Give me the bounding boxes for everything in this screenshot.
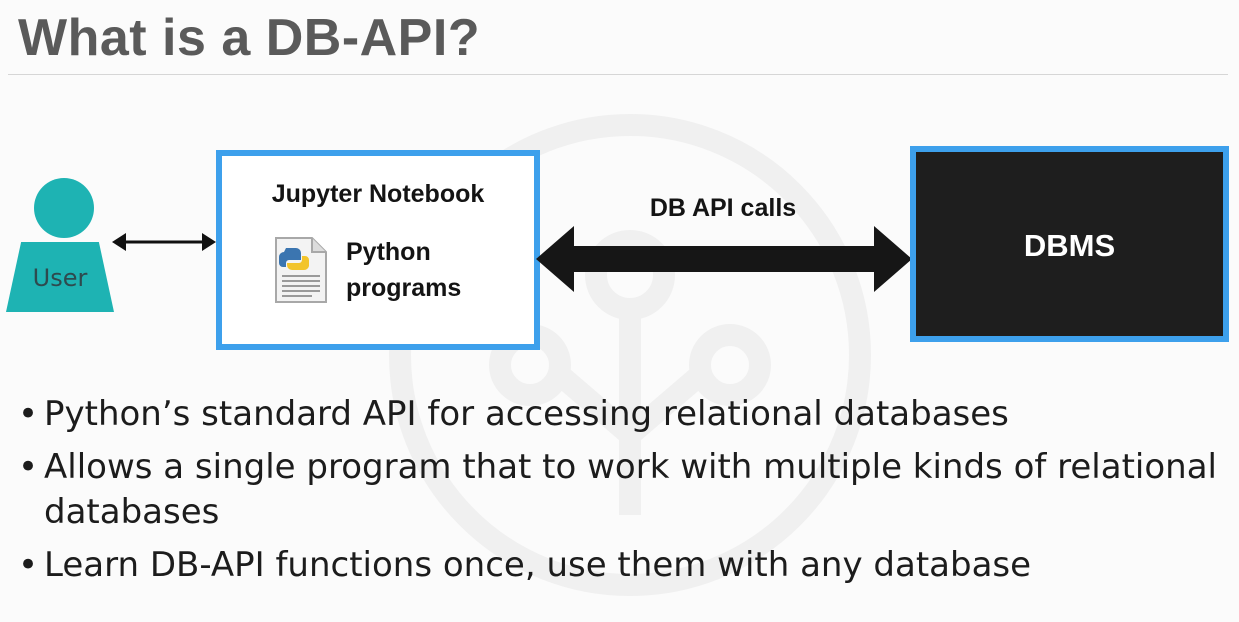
- user-label: User: [32, 264, 88, 292]
- title-divider: [8, 74, 1228, 75]
- user-head: [34, 178, 94, 238]
- watermark-logo: [389, 114, 871, 596]
- bullet-item: •Python’s standard API for accessing rel…: [18, 392, 1218, 437]
- user-body: [6, 242, 114, 312]
- db-api-calls-label: DB API calls: [649, 194, 797, 222]
- notebook-title: Jupyter Notebook: [271, 180, 485, 208]
- user-person-icon: User: [6, 178, 114, 312]
- jupyter-notebook-box: Jupyter Notebook Python programs: [216, 150, 540, 350]
- bullet-dot: •: [18, 447, 39, 487]
- bullet-item: •Learn DB-API functions once, use them w…: [18, 543, 1218, 588]
- bullet-text: Allows a single program that to work wit…: [44, 447, 1217, 532]
- bullet-text: Learn DB-API functions once, use them wi…: [44, 545, 1032, 585]
- dbms-box: DBMS: [910, 146, 1229, 342]
- python-document-icon: [275, 237, 327, 303]
- python-programs-label: Python programs: [346, 234, 516, 306]
- page-title: What is a DB-API?: [18, 9, 481, 67]
- bullet-dot: •: [18, 545, 39, 585]
- db-api-calls-arrow: [536, 226, 912, 292]
- bullet-list: •Python’s standard API for accessing rel…: [18, 392, 1218, 596]
- dbms-label: DBMS: [1023, 228, 1116, 263]
- user-notebook-arrow: [112, 233, 216, 251]
- bullet-dot: •: [18, 394, 39, 434]
- program-label-line: programs: [346, 274, 462, 302]
- bullet-text: Python’s standard API for accessing rela…: [44, 394, 1009, 434]
- program-label-line: Python: [346, 238, 431, 266]
- bullet-item: •Allows a single program that to work wi…: [18, 445, 1218, 535]
